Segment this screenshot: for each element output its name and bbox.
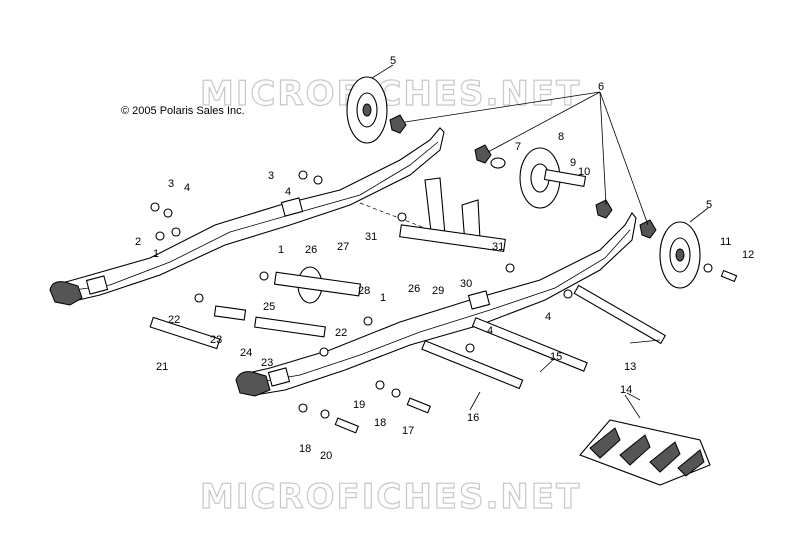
copyright-text: © 2005 Polaris Sales Inc. [121,105,245,117]
watermark-top: MICROFICHES.NET [200,74,581,114]
callout-4-c: 4 [487,325,493,337]
callout-6: 6 [598,81,604,93]
callout-8: 8 [558,131,564,143]
center-bracket [359,177,506,252]
track-section [579,419,711,486]
callout-16: 16 [467,412,479,424]
callout-29: 29 [432,285,444,297]
callout-20: 20 [320,450,332,462]
callout-30: 30 [460,278,472,290]
callout-4-d: 4 [545,311,551,323]
watermark-bottom: MICROFICHES.NET [200,477,581,517]
idler-wheel-right [659,221,701,289]
callout-13: 13 [624,361,636,373]
callout-22-a: 22 [168,314,180,326]
callout-9: 9 [570,157,576,169]
washer-7 [490,157,506,169]
callout-18-b: 18 [299,443,311,455]
callout-23-b: 23 [261,357,273,369]
callout-1-c: 1 [380,292,386,304]
callout-15: 15 [550,351,562,363]
cross-shafts [421,284,667,390]
callout-1-a: 1 [153,248,159,260]
callout-26-b: 26 [408,283,420,295]
callout-24: 24 [240,347,252,359]
callout-26-a: 26 [305,244,317,256]
callout-31-a: 31 [365,231,377,243]
callout-5-b: 5 [706,199,712,211]
callout-23-a: 23 [210,334,222,346]
callout-2: 2 [135,236,141,248]
idler-wheel-center [519,147,587,209]
callout-21: 21 [156,361,168,373]
leader-lines [371,64,709,419]
left-rail [49,127,445,306]
callout-4-a: 4 [184,182,190,194]
callout-18-a: 18 [374,417,386,429]
shock-mount-assembly [149,266,362,350]
callout-7: 7 [515,141,521,153]
wheel-caps [389,114,657,239]
callout-14: 14 [620,384,632,396]
callout-12: 12 [742,249,754,261]
right-rail [235,212,637,397]
callout-10: 10 [578,166,590,178]
callout-6-leaders [404,91,649,226]
callout-4-b: 4 [285,186,291,198]
callout-31-b: 31 [492,241,504,253]
callout-17: 17 [402,425,414,437]
callout-3-a: 3 [168,178,174,190]
callout-27: 27 [337,241,349,253]
callout-22-b: 22 [335,327,347,339]
callout-5-a: 5 [390,55,396,67]
callout-1-b: 1 [278,244,284,256]
idler-wheel-top [346,76,388,144]
callout-3-b: 3 [268,170,274,182]
callout-numbers: 1 1 1 2 3 3 4 4 4 4 5 5 6 7 8 9 10 11 12… [135,55,754,462]
callout-25: 25 [263,301,275,313]
hardware [150,170,738,434]
callout-11: 11 [720,236,731,248]
callout-19: 19 [353,399,365,411]
callout-28: 28 [358,285,370,297]
